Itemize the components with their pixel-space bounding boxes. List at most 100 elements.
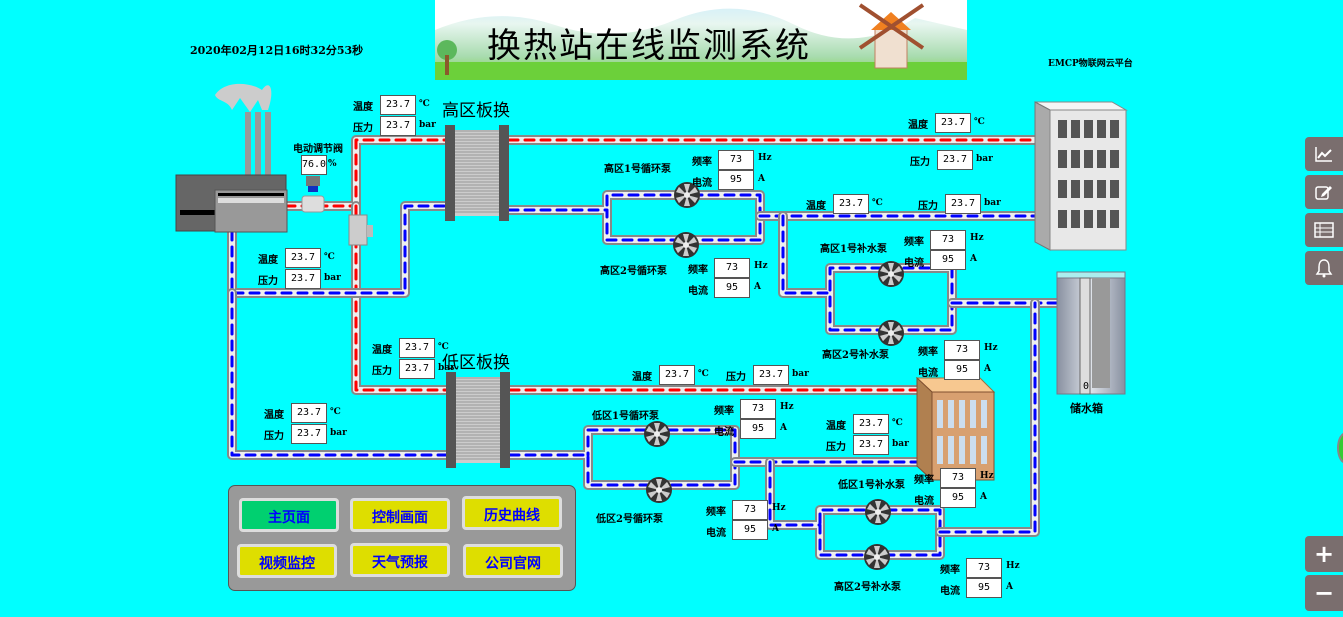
high_in-pressure-value: 23.7 [380,116,416,136]
low_circ_2-freq-value: 73 [732,500,768,520]
pressure-label: 压力 [918,201,938,212]
trend-chart-button[interactable] [1305,137,1343,171]
edit-button[interactable] [1305,175,1343,209]
title-banner: 换热站在线监测系统 [435,0,967,80]
high-circ-pump-2-icon[interactable] [673,232,699,258]
temp-label: 温度 [372,345,392,356]
low-circ-pump-2-icon[interactable] [646,477,672,503]
low_supply-pressure-value: 23.7 [753,365,789,385]
freq-unit: Hz [780,402,794,412]
current-unit: A [1006,582,1013,592]
temp-label: 温度 [258,255,278,266]
tank-level-value: 0 [1083,381,1090,392]
table-icon [1314,222,1334,238]
pipe-segment [778,211,957,335]
temp-label: 温度 [632,372,652,383]
freq-label: 频率 [706,507,726,518]
freq-unit: Hz [984,343,998,353]
pressure-unit: bar [792,369,809,379]
pressure-label: 压力 [353,123,373,134]
pressure-label: 压力 [264,431,284,442]
cold-water-flow [768,460,942,557]
pressure-label: 压力 [372,366,392,377]
navigation-panel: 主页面 控制画面 历史曲线 视频监控 天气预报 公司官网 [228,485,576,591]
high-makeup-pump-2-icon[interactable] [878,320,904,346]
video-monitor-button[interactable]: 视频监控 [237,544,337,578]
temp-unit: ℃ [892,418,903,428]
low-exchanger-label: 低区板换 [442,353,510,373]
low-makeup-pump-2-icon[interactable] [864,544,890,570]
low_supply-temp-value: 23.7 [659,365,695,385]
high_in-temp-value: 23.7 [380,95,416,115]
current-label: 电流 [692,178,712,189]
temp-label: 温度 [264,410,284,421]
high_circ_2-freq-value: 73 [714,258,750,278]
table-button[interactable] [1305,213,1343,247]
control-screen-button[interactable]: 控制画面 [350,498,450,532]
freq-unit: Hz [754,261,768,271]
pressure-label: 压力 [258,276,278,287]
temp-unit: ℃ [438,342,449,352]
current-unit: A [984,364,991,374]
boiler-factory [175,83,288,233]
low_circ_2-pump-name: 低区2号循环泵 [596,514,663,525]
current-label: 电流 [940,586,960,597]
pressure-unit: bar [984,198,1001,208]
datetime-display: 2020年02月12日16时32分53秒 [190,44,364,57]
low_makeup_1-current-value: 95 [940,488,976,508]
high-makeup-pump-1-icon[interactable] [878,261,904,287]
pressure-unit: bar [419,120,436,130]
current-label: 电流 [714,427,734,438]
zoom-in-button[interactable]: + [1305,536,1343,572]
low-makeup-pump-1-icon[interactable] [865,499,891,525]
current-unit: A [970,254,977,264]
current-unit: A [780,423,787,433]
low_makeup_1-pump-name: 低区1号补水泵 [838,480,905,491]
temp-unit: ℃ [698,369,709,379]
temp-unit: ℃ [872,198,883,208]
history-curve-button[interactable]: 历史曲线 [462,496,562,530]
pressure-unit: bar [892,439,909,449]
cold-water-flow [781,214,954,332]
cold-water-flow [938,301,1037,534]
edit-icon [1315,186,1332,200]
freq-label: 频率 [918,347,938,358]
freq-label: 频率 [904,237,924,248]
page-title: 换热站在线监测系统 [487,26,811,66]
cold-water-flow [230,204,447,295]
pressure-label: 压力 [726,372,746,383]
zoom-out-button[interactable]: − [1305,575,1343,611]
valve-unit: % [328,159,337,169]
low_out-pressure-value: 23.7 [291,424,327,444]
temp-label: 温度 [353,102,373,113]
hot-water-flow [354,204,448,392]
freq-label: 频率 [940,565,960,576]
low-circ-pump-1-icon[interactable] [644,421,670,447]
high_circ_1-current-value: 95 [718,170,754,190]
low_return-temp-value: 23.7 [853,414,889,434]
high_circ_1-pump-name: 高区1号循环泵 [604,164,671,175]
high-plate-exchanger [445,125,509,221]
freq-label: 频率 [714,406,734,417]
high_makeup_2-freq-value: 73 [944,340,980,360]
high_makeup_2-current-value: 95 [944,360,980,380]
cold-water-flow [508,428,737,487]
low_circ_1-freq-value: 73 [740,399,776,419]
company-site-button[interactable]: 公司官网 [463,544,563,578]
boiler_return-pressure-value: 23.7 [285,269,321,289]
current-label: 电流 [914,496,934,507]
current-unit: A [758,174,765,184]
high_makeup_1-freq-value: 73 [930,230,966,250]
freq-unit: Hz [1006,561,1020,571]
high-zone-building [1034,101,1128,251]
home-button[interactable]: 主页面 [239,498,339,532]
high_makeup_1-pump-name: 高区1号补水泵 [820,244,887,255]
boiler_return-temp-value: 23.7 [285,248,321,268]
freq-label: 频率 [914,475,934,486]
alarm-button[interactable] [1305,251,1343,285]
weather-forecast-button[interactable]: 天气预报 [350,543,450,577]
cold-water-flow [507,193,762,242]
tank-label: 储水箱 [1070,402,1103,415]
temp-label: 温度 [826,421,846,432]
trend-chart-icon [1315,147,1332,162]
